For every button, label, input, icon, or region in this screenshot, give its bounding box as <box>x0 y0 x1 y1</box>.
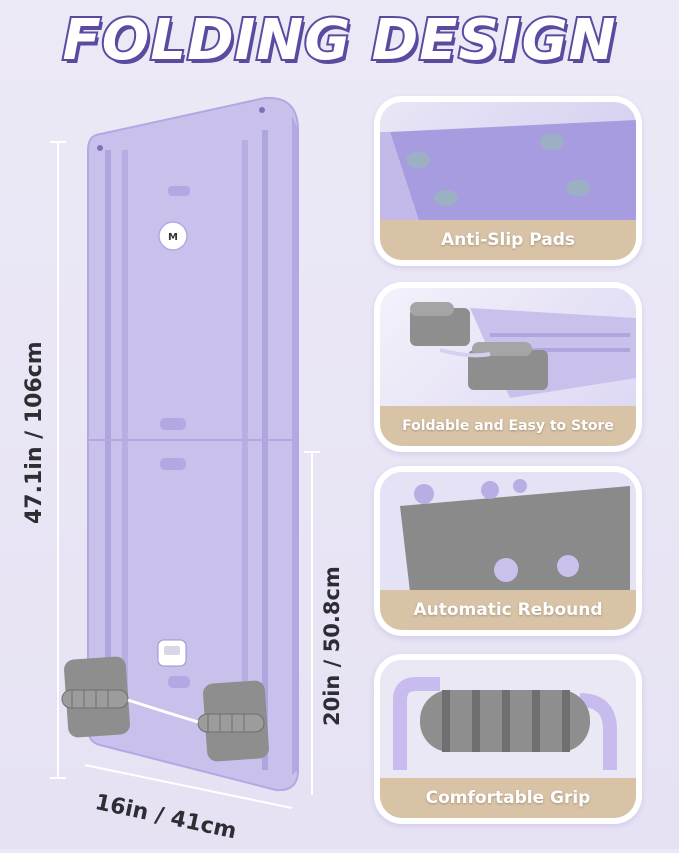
left-grip-icon <box>61 689 129 709</box>
right-rail-outer <box>262 130 268 770</box>
folded-length-label: 20in / 50.8cm <box>320 566 344 726</box>
feature-caption: Comfortable Grip <box>380 778 636 818</box>
feature-card-grip: Comfortable Grip <box>374 654 642 824</box>
feature-caption: Automatic Rebound <box>380 590 636 630</box>
anti-slip-pads-icon <box>380 120 636 224</box>
svg-text:M: M <box>168 232 178 243</box>
right-grip-icon <box>197 713 265 733</box>
feature-label-anti-slip: Anti-Slip Pads <box>440 230 576 250</box>
feature-caption: Anti-Slip Pads <box>380 220 636 260</box>
feature-card-rebound: Automatic Rebound <box>374 466 642 636</box>
right-rail-inner <box>242 140 248 750</box>
rebound-pad-icon <box>380 472 636 602</box>
feature-label-grip: Comfortable Grip <box>425 788 591 808</box>
feature-caption: Foldable and Easy to Store <box>380 406 636 446</box>
grip-handle-icon <box>380 660 636 790</box>
feature-label-rebound: Automatic Rebound <box>413 600 603 620</box>
foldable-board-icon <box>410 302 636 398</box>
page-title: FOLDING DESIGN <box>61 6 618 75</box>
board-svg: M <box>61 96 299 809</box>
width-dimension-line <box>84 764 293 809</box>
feature-card-anti-slip: Anti-Slip Pads <box>374 96 642 266</box>
push-up-board-illustration: M <box>61 96 299 809</box>
feature-card-foldable: Foldable and Easy to Store <box>374 282 642 452</box>
feature-label-foldable: Foldable and Easy to Store <box>402 418 614 434</box>
brand-logo-icon <box>158 221 188 251</box>
full-length-label: 47.1in / 106cm <box>22 341 47 524</box>
